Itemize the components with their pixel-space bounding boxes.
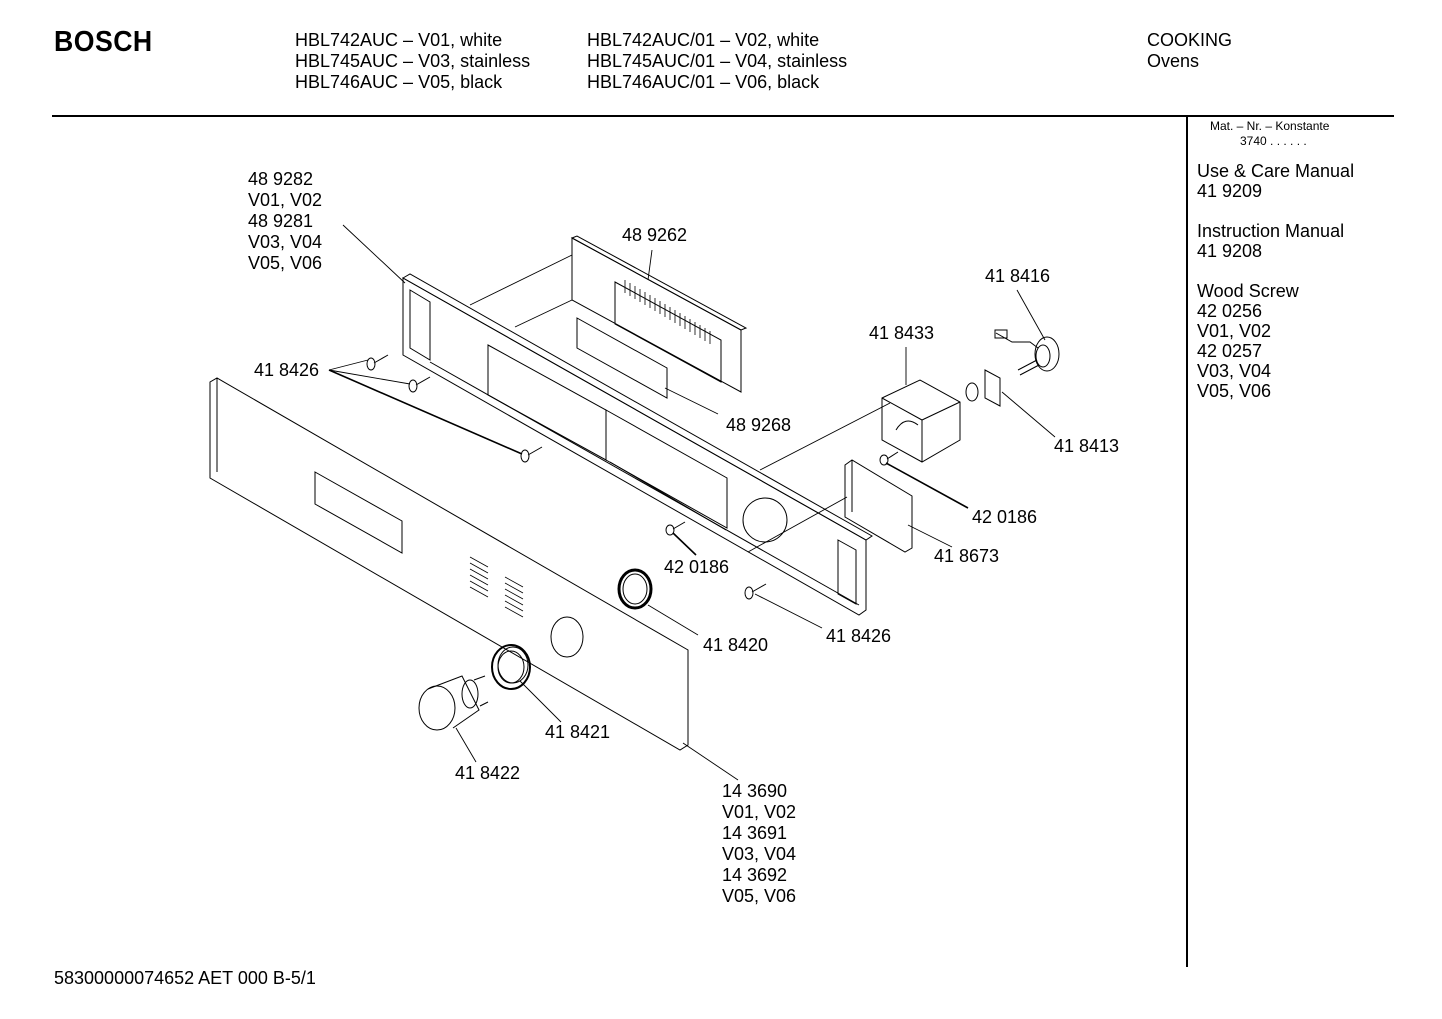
knob-bezel — [492, 645, 530, 689]
screw-right — [880, 452, 898, 465]
callout-board-cover: 48 9268 — [726, 415, 792, 435]
sidebar-item-line: 41 9209 — [1197, 181, 1263, 201]
callout-bracket-clip: 41 8413 — [1054, 436, 1120, 456]
callout-panel: 14 3690 V01, V02 14 3691 V03, V04 14 369… — [722, 781, 796, 907]
sidebar-item-title: Wood Screw — [1197, 281, 1299, 301]
sidebar-item-title: Use & Care Manual — [1197, 161, 1355, 181]
callout-line: 14 3691 — [722, 823, 788, 843]
sidebar-item-title: Instruction Manual — [1197, 221, 1345, 241]
header-rule — [52, 115, 1394, 117]
callout-line: V01, V02 — [722, 802, 797, 822]
mat-nr-value: 3740 . . . . . . — [1240, 134, 1307, 148]
category-sub: Ovens — [1147, 51, 1200, 71]
ring-seal — [619, 570, 651, 608]
screw-set-left — [367, 355, 542, 462]
model-line: HBL746AUC – V05, black — [295, 72, 503, 92]
callout-knob: 41 8422 — [455, 763, 521, 783]
callout-line: V03, V04 — [722, 844, 797, 864]
callout-screw-right: 42 0186 — [972, 507, 1038, 527]
front-panel — [210, 378, 688, 750]
board-cover — [577, 318, 667, 398]
callout-ring: 41 8420 — [703, 635, 769, 655]
callout-line: V05, V06 — [722, 886, 797, 906]
mat-nr-label: Mat. – Nr. – Konstante — [1210, 119, 1330, 133]
sidebar-item-line: 41 9208 — [1197, 241, 1263, 261]
callout-board: 48 9262 — [622, 225, 688, 245]
sidebar-item-line: 42 0256 — [1197, 301, 1263, 321]
callout-bezel: 41 8421 — [545, 722, 611, 742]
callout-frame: 48 9282 V01, V02 48 9281 V03, V04 V05, V… — [248, 169, 322, 274]
callout-bracket: 41 8433 — [869, 323, 935, 343]
control-knob — [419, 676, 488, 730]
model-line: HBL742AUC/01 – V02, white — [587, 30, 820, 50]
sidebar-item-line: V01, V02 — [1197, 321, 1272, 341]
encoder-bracket — [882, 380, 960, 462]
callout-screw-bottom: 41 8426 — [826, 626, 892, 646]
document-code: 58300000074652 AET 000 B-5/1 — [54, 968, 316, 988]
callout-line: V01, V02 — [248, 190, 323, 210]
bracket-clip — [966, 370, 1000, 406]
model-line: HBL742AUC – V01, white — [295, 30, 503, 50]
mounting-plate — [845, 460, 912, 552]
sidebar-item-line: V05, V06 — [1197, 381, 1272, 401]
leader-lines — [329, 225, 1055, 780]
sidebar-rule — [1186, 116, 1188, 967]
callout-line: 48 9281 — [248, 211, 314, 231]
category: COOKING Ovens — [1147, 30, 1232, 72]
callout-screws-left: 41 8426 — [254, 360, 320, 380]
callout-line: V03, V04 — [248, 232, 323, 252]
mat-nr-block: Mat. – Nr. – Konstante 3740 . . . . . . — [1210, 119, 1329, 149]
brand-logo: BOSCH — [54, 26, 153, 58]
control-board — [572, 236, 746, 392]
model-line: HBL746AUC/01 – V06, black — [587, 72, 820, 92]
callout-line: 14 3692 — [722, 865, 788, 885]
callout-line: 14 3690 — [722, 781, 788, 801]
sidebar-item-line: 42 0257 — [1197, 341, 1263, 361]
sidebar-item-wood-screw: Wood Screw 42 0256 V01, V02 42 0257 V03,… — [1197, 281, 1299, 401]
callout-screw-center: 42 0186 — [664, 557, 730, 577]
model-list-secondary: HBL742AUC/01 – V02, white HBL745AUC/01 –… — [587, 30, 847, 93]
sidebar-item-instruction-manual: Instruction Manual 41 9208 — [1197, 221, 1344, 261]
screw-bottom — [745, 584, 766, 599]
model-line: HBL745AUC/01 – V04, stainless — [587, 51, 848, 71]
sidebar-item-line: V03, V04 — [1197, 361, 1272, 381]
callout-encoder: 41 8416 — [985, 266, 1051, 286]
callout-line: 48 9282 — [248, 169, 314, 189]
model-list-primary: HBL742AUC – V01, white HBL745AUC – V03, … — [295, 30, 530, 93]
callout-plate: 41 8673 — [934, 546, 1000, 566]
callout-line: V05, V06 — [248, 253, 323, 273]
category-main: COOKING — [1147, 30, 1233, 50]
rotary-encoder — [995, 330, 1059, 375]
model-line: HBL745AUC – V03, stainless — [295, 51, 531, 71]
control-frame — [403, 274, 872, 615]
screw-center — [666, 522, 685, 535]
sidebar-item-use-care-manual: Use & Care Manual 41 9209 — [1197, 161, 1354, 201]
